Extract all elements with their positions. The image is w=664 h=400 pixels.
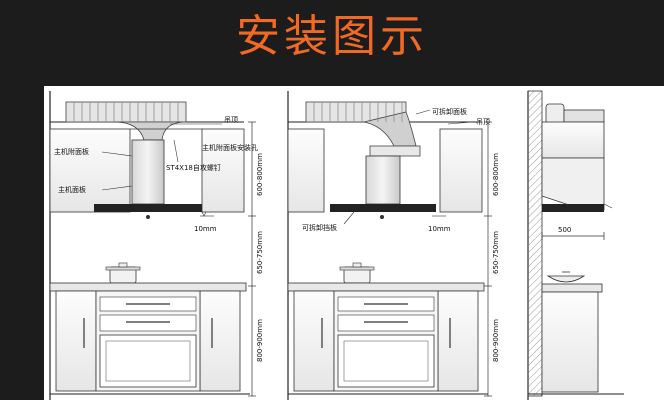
hood-chimney-2 bbox=[365, 155, 401, 205]
upper-cabinet-right bbox=[201, 128, 245, 213]
duct-hose bbox=[65, 101, 187, 141]
dim-hood-height-2: 600-800mm bbox=[492, 153, 500, 196]
page-title: 安装图示 bbox=[236, 11, 428, 62]
side-fan bbox=[545, 103, 605, 127]
dim-hood-to-stove: 650-750mm bbox=[256, 231, 264, 274]
svg-text:500: 500 bbox=[558, 226, 571, 234]
hood-canopy bbox=[94, 204, 202, 212]
dim-hood-height: 600-800mm bbox=[256, 153, 264, 196]
label-host-panel: 主机面板 bbox=[58, 185, 86, 194]
svg-text:10mm: 10mm bbox=[428, 225, 451, 233]
label-hood-top: 吊顶 bbox=[224, 116, 238, 124]
svg-text:10mm: 10mm bbox=[194, 225, 217, 233]
dim-hood-to-stove-2: 650-750mm bbox=[492, 231, 500, 274]
label-removable-baffle: 可拆卸挡板 bbox=[302, 223, 337, 232]
dim-depth: 500 bbox=[541, 226, 605, 240]
hood-canopy-2 bbox=[330, 204, 436, 212]
view-front-2: 可拆卸面板 吊顶 可拆卸挡板 10mm 600-800mm 650-750mm … bbox=[287, 91, 500, 400]
label-removable-top-panel: 可拆卸面板 bbox=[432, 107, 467, 116]
lower-cabinets-2 bbox=[293, 290, 479, 392]
pot-2 bbox=[339, 262, 375, 284]
duct-hose-2 bbox=[305, 101, 421, 157]
dim-gap: 10mm bbox=[194, 211, 217, 233]
label-host-attach-panel: 主机附面板 bbox=[54, 147, 89, 156]
countertop bbox=[49, 282, 247, 292]
view-side: 500 bbox=[527, 90, 624, 400]
diagram-panel: 吊顶 主机附面板 主机附面板安装孔 ST4X18自攻螺钉 主机面板 10mm bbox=[44, 86, 664, 400]
dim-gap-2: 10mm bbox=[428, 215, 451, 233]
view-front-1: 吊顶 主机附面板 主机附面板安装孔 ST4X18自攻螺钉 主机面板 10mm bbox=[49, 91, 264, 400]
lower-cabinets bbox=[55, 290, 241, 392]
wok bbox=[546, 271, 586, 283]
label-screw: ST4X18自攻螺钉 bbox=[166, 163, 221, 172]
installation-diagram: 吊顶 主机附面板 主机附面板安装孔 ST4X18自攻螺钉 主机面板 10mm bbox=[49, 90, 624, 400]
dim-cabinet-height-2: 800-900mm bbox=[492, 319, 500, 362]
hood-chimney bbox=[131, 139, 165, 205]
label-hood-top-2: 吊顶 bbox=[476, 118, 490, 126]
upper-cabinet-left bbox=[49, 128, 131, 213]
label-mount-hole: 主机附面板安装孔 bbox=[202, 143, 258, 152]
pot bbox=[105, 262, 141, 284]
dim-cabinet-height: 800-900mm bbox=[256, 319, 264, 362]
